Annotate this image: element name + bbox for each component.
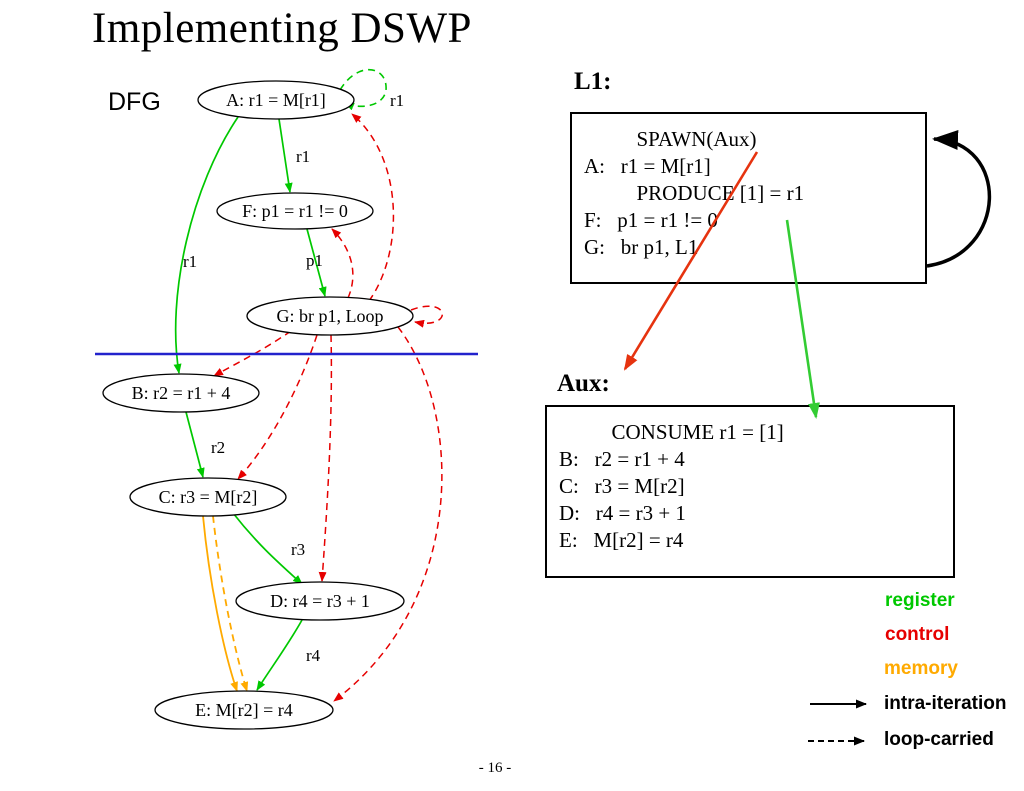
edge-g-to-a-control [351,113,395,302]
legend-intra-iteration-label: intra-iteration [884,693,1007,714]
dfg-nodes: A: r1 = M[r1] F: p1 = r1 != 0 G: br p1, … [102,80,414,730]
edge-f-to-g-register [306,228,327,297]
node-g: G: br p1, Loop [246,296,414,336]
dfg-edge-labels: r1 r1 r1 p1 r2 r3 r4 [183,91,404,665]
legend-memory-label: memory [884,658,958,679]
aux-line-d: D: r4 = r3 + 1 [559,501,686,525]
legend-register-label: register [885,590,955,611]
node-e: E: M[r2] = r4 [154,690,334,730]
node-f-label: F: p1 = r1 != 0 [242,201,348,221]
aux-line-c: C: r3 = M[r2] [559,474,685,498]
dfg-edges [173,68,444,702]
edge-a-to-f-register [278,118,293,193]
l1-line-f: F: p1 = r1 != 0 [584,208,718,232]
l1-self-loop-arrow [926,129,992,268]
l1-code-box: SPAWN(Aux) A: r1 = M[r1] PRODUCE [1] = r… [570,112,927,284]
edge-c-to-e-memory-intra [202,515,238,692]
node-d-label: D: r4 = r3 + 1 [270,591,370,611]
legend-loop-carried-label: loop-carried [884,729,994,750]
node-c: C: r3 = M[r2] [129,477,287,517]
l1-block-label: L1: [574,68,612,95]
page-number: - 16 - [478,760,512,776]
aux-line-e: E: M[r2] = r4 [559,528,684,552]
l1-line-a: A: r1 = M[r1] [584,154,711,178]
edge-g-to-c-control [237,334,318,480]
legend-control-label: control [885,624,950,645]
spawn-aux-arrow [623,151,759,371]
l1-line-produce: PRODUCE [1] = r1 [584,181,805,205]
node-b-label: B: r2 = r1 + 4 [132,383,231,403]
edge-c-to-d-register [232,512,303,585]
edge-label-r3: r3 [291,540,305,559]
node-d: D: r4 = r3 + 1 [235,581,405,621]
slide-title: Implementing DSWP [92,5,472,52]
edge-label-r2: r2 [211,438,225,457]
node-g-label: G: br p1, Loop [277,306,384,326]
node-e-label: E: M[r2] = r4 [195,700,293,720]
edge-g-to-f-control [331,228,354,299]
dfg-label: DFG [108,88,161,116]
produce-consume-arrow [785,219,820,419]
edge-label-r4: r4 [306,646,321,665]
edge-d-to-e-register [256,619,303,691]
node-a: A: r1 = M[r1] [197,80,355,120]
edge-b-to-c-register [185,411,205,478]
node-b: B: r2 = r1 + 4 [102,373,260,413]
node-a-label: A: r1 = M[r1] [226,90,326,110]
node-f: F: p1 = r1 != 0 [216,192,374,230]
l1-line-g: G: br p1, L1 [584,235,699,259]
aux-code-box: CONSUME r1 = [1] B: r2 = r1 + 4 C: r3 = … [545,405,955,578]
l1-line-spawn: SPAWN(Aux) [584,127,757,151]
aux-line-consume: CONSUME r1 = [1] [559,420,784,444]
edge-label-r1-ab: r1 [183,252,197,271]
aux-line-b: B: r2 = r1 + 4 [559,447,685,471]
edge-c-to-e-memory-loop-carried [212,515,249,692]
aux-block-label: Aux: [557,370,610,397]
edge-a-to-b-register [173,116,239,374]
edge-g-to-b-control [213,330,292,377]
edge-a-self-register-loop-carried [339,68,387,111]
edge-g-to-e-control [333,326,443,702]
edge-g-self-control [410,305,444,328]
edge-label-r1-self: r1 [390,91,404,110]
node-c-label: C: r3 = M[r2] [159,487,258,507]
edge-label-r1-af: r1 [296,147,310,166]
edge-g-to-d-control [318,334,333,582]
edge-label-p1: p1 [306,251,323,270]
